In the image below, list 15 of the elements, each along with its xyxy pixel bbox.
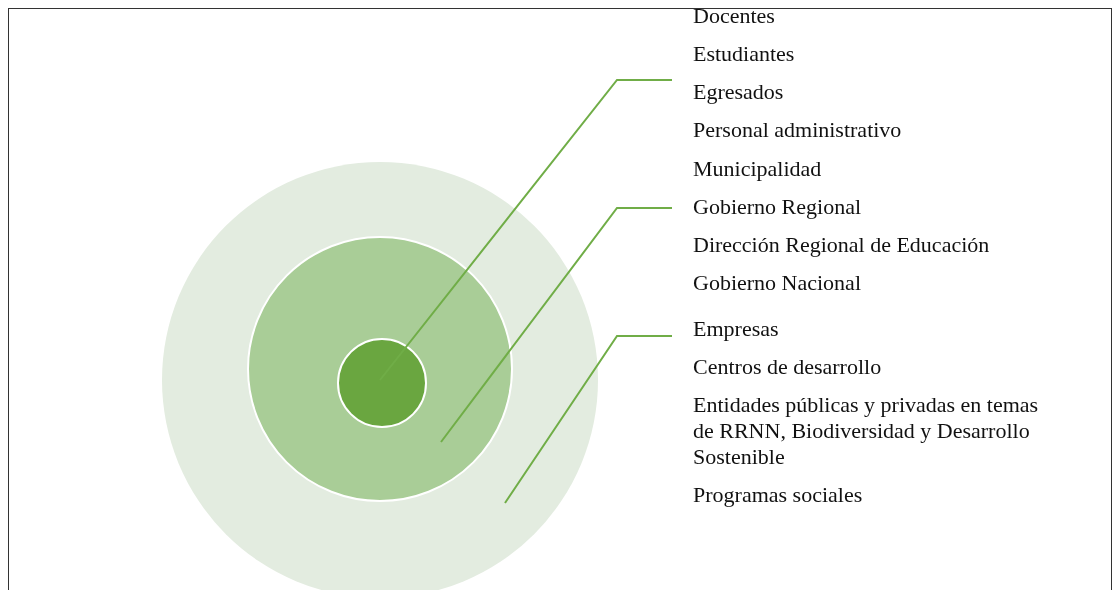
leader-line (379, 79, 673, 381)
list-item: Personal administrativo (693, 117, 903, 143)
list-item: Egresados (693, 79, 785, 105)
list-item: Dirección Regional de Educación (693, 232, 991, 258)
list-item: Municipalidad (693, 156, 823, 182)
list-item: Programas sociales (693, 482, 864, 508)
leader-line (440, 207, 673, 443)
list-item: Estudiantes (693, 41, 796, 67)
list-item: Gobierno Nacional (693, 270, 862, 296)
list-item: Entidades públicas y privadas en temas de RRNN, Biodiversidad y Desarrollo Sostenible (693, 392, 1040, 470)
list-item: Empresas (693, 316, 780, 342)
list-item: Centros de desarrollo (693, 354, 883, 380)
list-item: Docentes (693, 3, 776, 29)
list-item: Gobierno Regional (693, 194, 863, 220)
leader-line (504, 335, 673, 504)
